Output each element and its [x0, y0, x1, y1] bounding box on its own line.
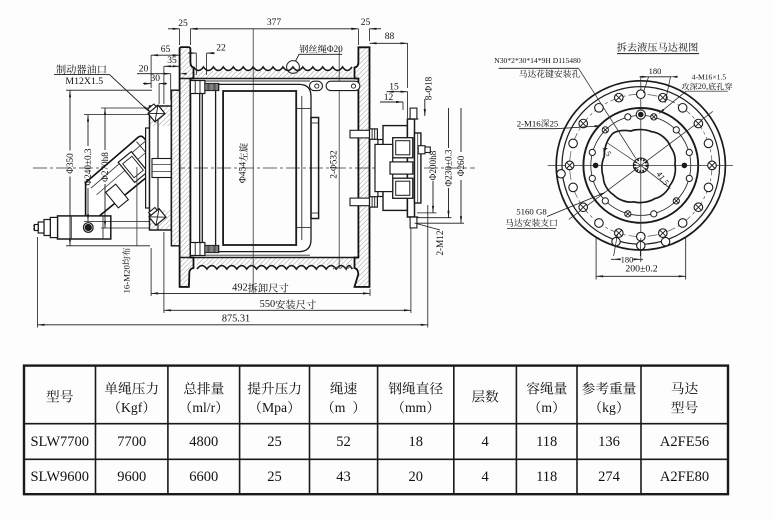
svg-text:A2FE56: A2FE56	[660, 434, 709, 450]
svg-text:20,: 20,	[698, 82, 708, 91]
svg-text:Φ20: Φ20	[327, 44, 343, 54]
svg-text:5160 G8: 5160 G8	[516, 206, 547, 216]
svg-text:200±0.2: 200±0.2	[625, 263, 657, 274]
svg-text:4: 4	[481, 434, 489, 450]
svg-text:4: 4	[481, 469, 489, 485]
svg-text:Φ260: Φ260	[456, 155, 466, 176]
svg-text:20: 20	[139, 65, 149, 75]
svg-text:A2FE80: A2FE80	[660, 469, 709, 485]
svg-text:6600: 6600	[189, 469, 218, 485]
svg-text:274: 274	[598, 469, 621, 485]
svg-text:875.31: 875.31	[222, 313, 250, 324]
svg-text:180: 180	[621, 254, 634, 264]
svg-text:m: m	[541, 400, 552, 415]
svg-text:Φ454: Φ454	[239, 162, 249, 183]
svg-text:kg: kg	[602, 400, 616, 415]
svg-text:65: 65	[161, 45, 171, 55]
svg-text:SLW9600: SLW9600	[30, 469, 89, 485]
svg-text:18: 18	[408, 434, 423, 450]
svg-text:136: 136	[598, 434, 620, 450]
svg-text:118: 118	[536, 434, 557, 450]
svg-text:377: 377	[267, 18, 282, 28]
svg-text:25: 25	[178, 19, 188, 29]
svg-text:52: 52	[336, 434, 351, 450]
svg-text:Φ350: Φ350	[65, 153, 75, 174]
svg-text:118: 118	[536, 469, 557, 485]
svg-text:25: 25	[267, 434, 282, 450]
svg-text:550: 550	[260, 299, 275, 310]
svg-text:ml/r: ml/r	[192, 400, 215, 415]
svg-text:4-M16×1.5: 4-M16×1.5	[692, 73, 727, 82]
svg-text:20: 20	[408, 469, 423, 485]
svg-text:9600: 9600	[117, 469, 146, 485]
svg-text:4800: 4800	[189, 434, 218, 450]
svg-text:Φ270h8: Φ270h8	[100, 152, 110, 182]
svg-text:7700: 7700	[117, 434, 146, 450]
svg-text:16-M20: 16-M20	[122, 265, 132, 294]
svg-text:Φ230±0.3: Φ230±0.3	[444, 149, 454, 186]
svg-text:25: 25	[267, 469, 282, 485]
svg-text:2-Φ532: 2-Φ532	[329, 150, 339, 179]
svg-text:22: 22	[216, 44, 226, 54]
svg-text:12: 12	[384, 93, 394, 103]
svg-text:35: 35	[167, 56, 177, 66]
svg-text:8-Φ18: 8-Φ18	[424, 76, 434, 100]
svg-text:2-M12: 2-M12	[435, 230, 445, 255]
svg-text:Mpa: Mpa	[262, 400, 287, 415]
svg-text:SLW7700: SLW7700	[30, 434, 89, 450]
svg-text:180: 180	[649, 66, 662, 76]
svg-text:25: 25	[549, 118, 558, 128]
svg-text:m: m	[335, 400, 346, 415]
svg-text:15: 15	[389, 82, 399, 92]
svg-text:N30*2*30*14*9H D115480: N30*2*30*14*9H D115480	[494, 56, 581, 65]
svg-text:Kgf: Kgf	[121, 400, 143, 415]
svg-text:M12X1.5: M12X1.5	[65, 76, 103, 87]
svg-text:492: 492	[232, 283, 247, 294]
svg-text:2-M16: 2-M16	[517, 118, 542, 128]
svg-text:30: 30	[151, 74, 161, 84]
svg-text:mm: mm	[405, 400, 427, 415]
svg-text:Φ200h8: Φ200h8	[428, 150, 438, 180]
svg-text:43: 43	[336, 469, 351, 485]
svg-text:Φ240±0.3: Φ240±0.3	[83, 148, 93, 185]
svg-text:25: 25	[361, 18, 371, 28]
svg-text:88: 88	[385, 32, 395, 42]
